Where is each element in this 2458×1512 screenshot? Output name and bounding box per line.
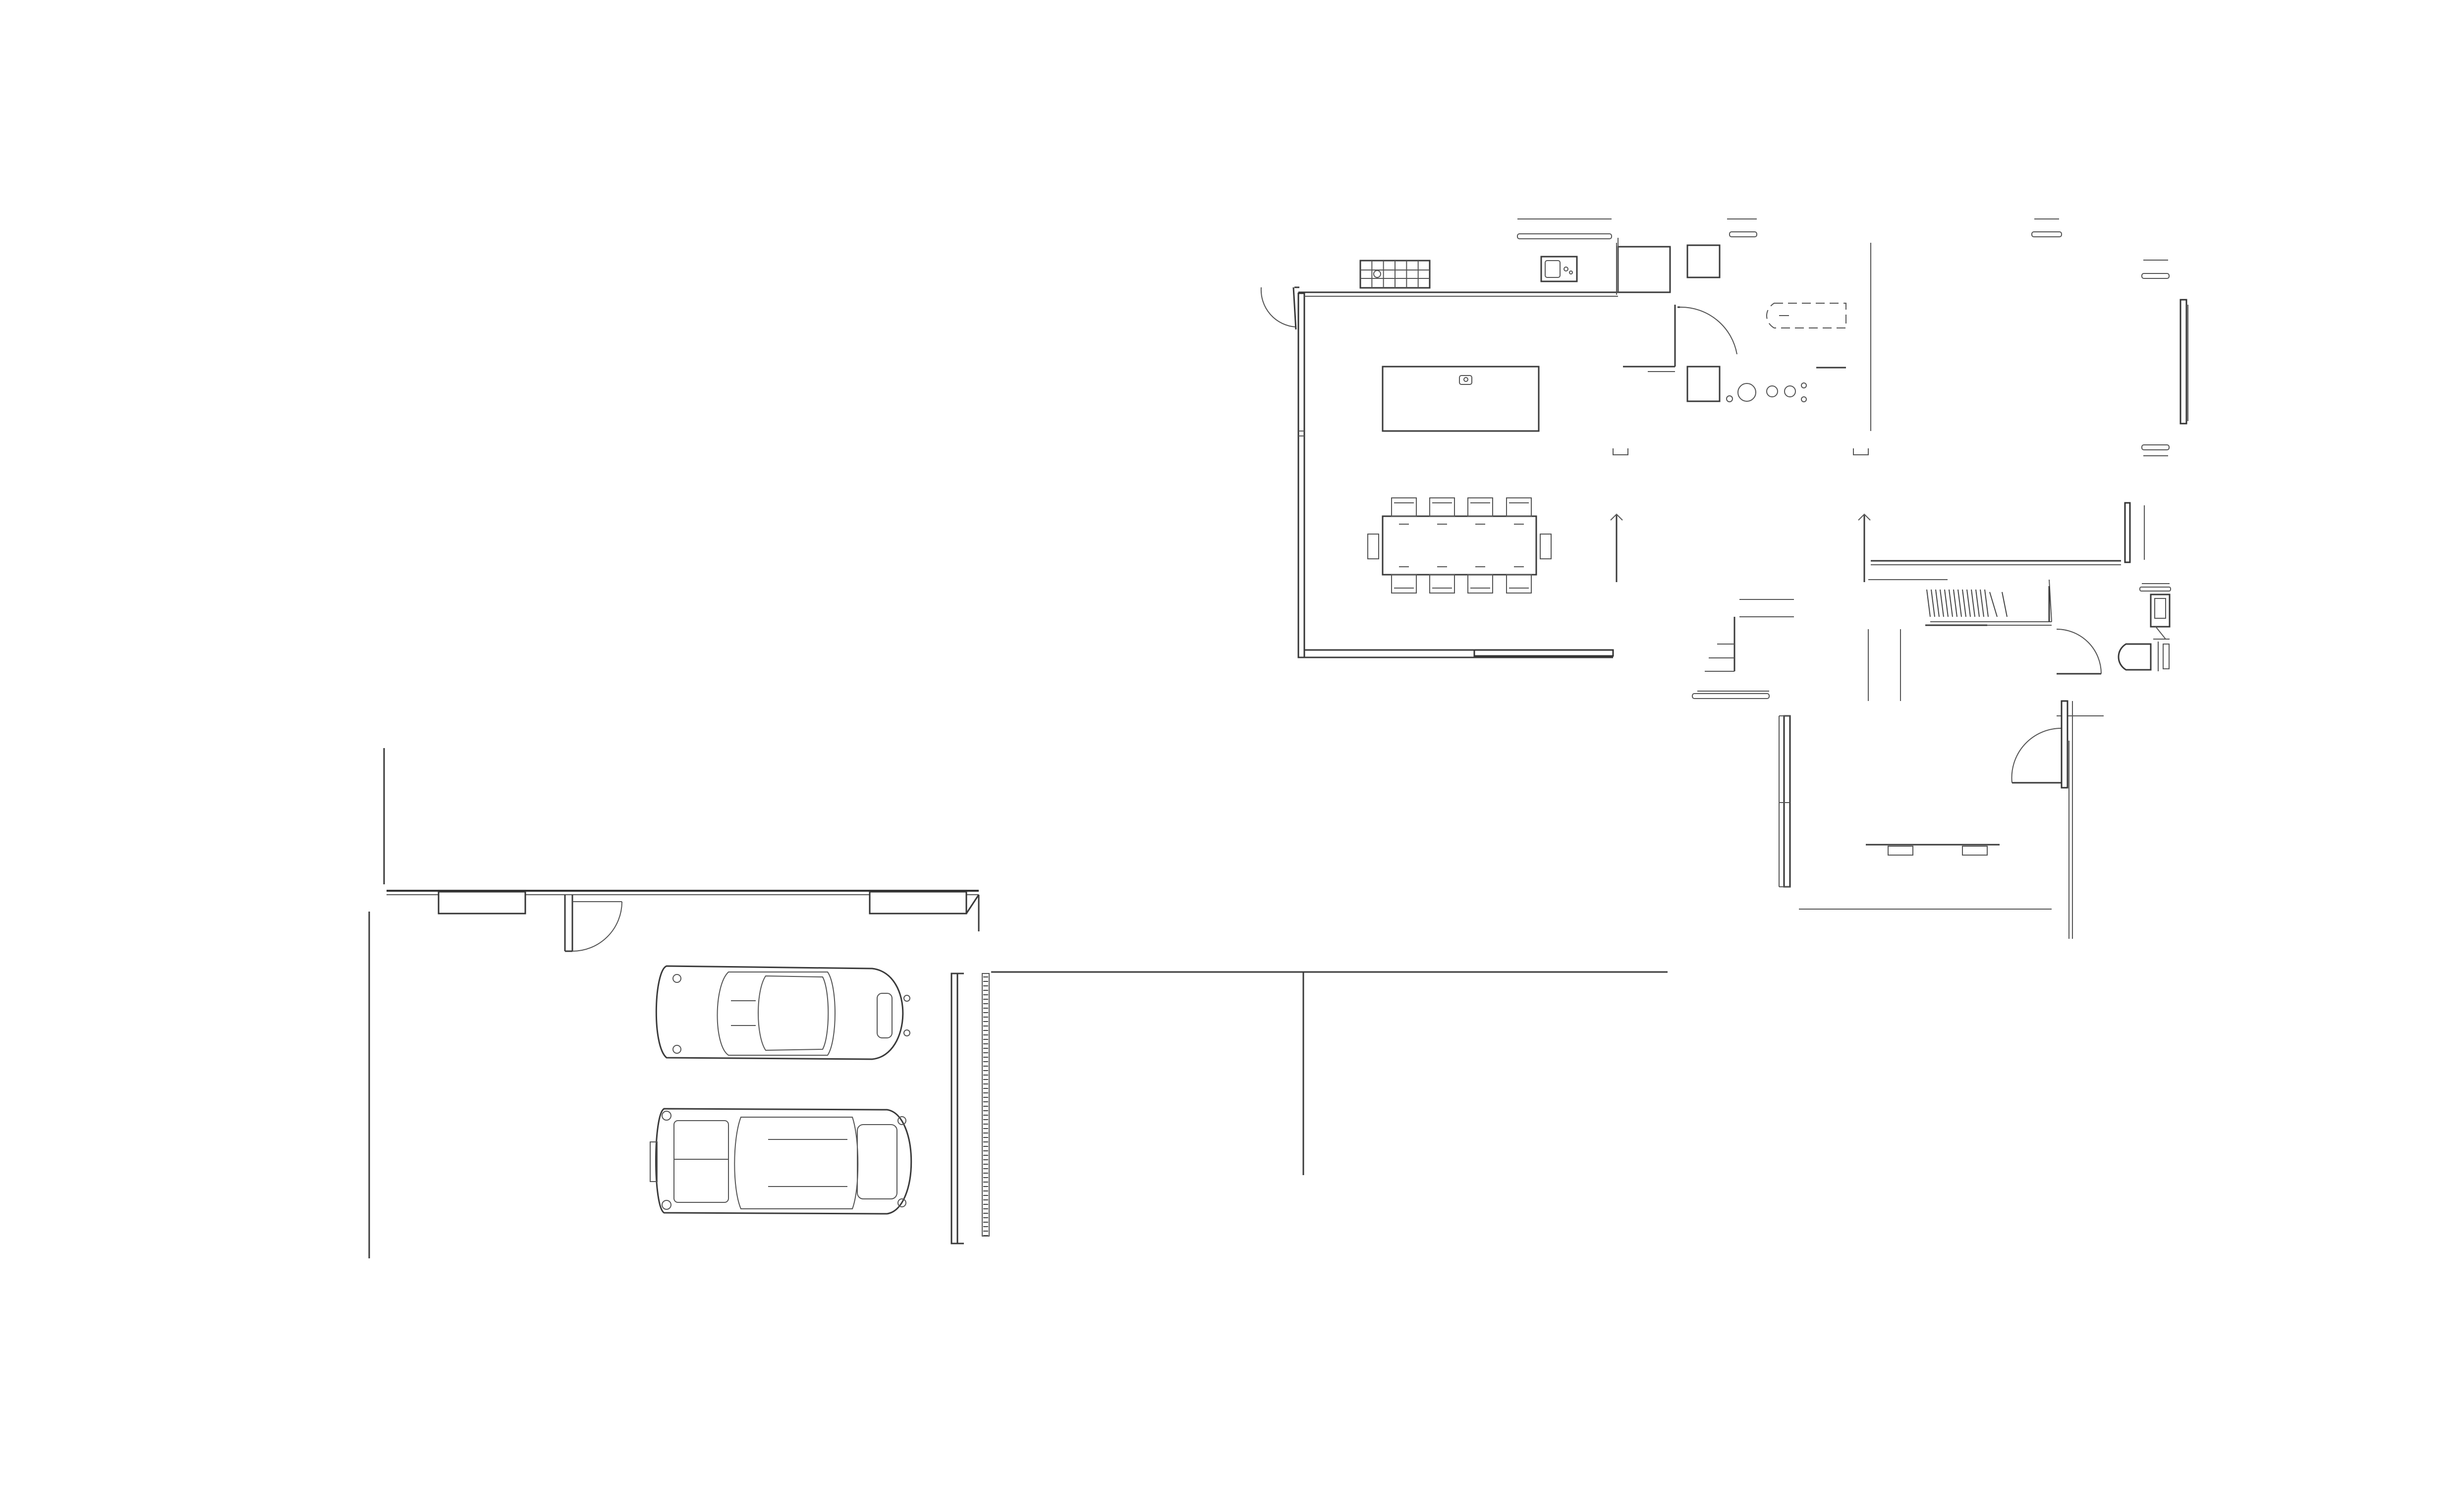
car-top bbox=[655, 965, 910, 1060]
dining-chair bbox=[1391, 574, 1417, 594]
cooktop bbox=[1359, 260, 1431, 289]
appliance-box-top bbox=[1686, 244, 1721, 278]
stairs-area bbox=[1692, 599, 1794, 699]
hanger bbox=[1962, 589, 1966, 617]
stair-handrail bbox=[1692, 693, 1770, 699]
bedroom-window-right bbox=[2179, 299, 2187, 425]
hanger bbox=[1966, 589, 1971, 617]
hanger bbox=[1953, 589, 1957, 617]
garage-window-left bbox=[438, 891, 526, 915]
service-door bbox=[2056, 629, 2102, 675]
room-door bbox=[2011, 700, 2073, 939]
hanger bbox=[1971, 589, 1975, 617]
dining-chair bbox=[1429, 497, 1455, 517]
dining-chair bbox=[1467, 497, 1493, 517]
fixtures bbox=[1726, 382, 1807, 402]
kitchen-island bbox=[1382, 366, 1540, 432]
car-bottom bbox=[650, 1108, 912, 1215]
hanger bbox=[1980, 589, 1984, 617]
garage-window-right bbox=[869, 891, 967, 915]
hanger bbox=[2002, 592, 2008, 617]
site-lines bbox=[991, 741, 2069, 1175]
bedroom-window-top bbox=[2031, 231, 2062, 237]
hanger bbox=[1940, 589, 1944, 617]
hanging-rail bbox=[1926, 589, 2008, 617]
dining-chair bbox=[1429, 574, 1455, 594]
hanger bbox=[1949, 589, 1953, 617]
bedroom-area bbox=[1870, 218, 2188, 565]
appliance-box-bottom bbox=[1686, 366, 1721, 402]
lower-room-area bbox=[1779, 700, 2073, 939]
kitchen-entry-door bbox=[1260, 286, 1299, 330]
hanger bbox=[1944, 589, 1949, 617]
dining-chair bbox=[1467, 574, 1493, 594]
garage-area bbox=[368, 748, 990, 1258]
dining-set bbox=[1367, 497, 1552, 594]
kitchen-sink bbox=[1540, 256, 1578, 282]
hanger bbox=[1989, 592, 1998, 617]
bathtub bbox=[1766, 303, 1846, 328]
hanger bbox=[1935, 589, 1940, 617]
bathroom-area bbox=[1610, 218, 1871, 582]
washbasin bbox=[2118, 642, 2170, 671]
bench bbox=[1866, 844, 2000, 856]
kitchen-window bbox=[1517, 233, 1612, 239]
garage-door bbox=[950, 972, 990, 1244]
garage-entry-door bbox=[564, 895, 622, 952]
bathroom-door bbox=[1674, 305, 1737, 367]
hanger bbox=[1957, 589, 1962, 617]
kitchen-dining-area bbox=[1260, 218, 1671, 658]
toilet bbox=[2139, 583, 2171, 640]
hanger bbox=[1984, 589, 1989, 617]
burner bbox=[1373, 270, 1381, 278]
dining-chair bbox=[1391, 497, 1417, 517]
hanger bbox=[1931, 589, 1935, 617]
hanger bbox=[1975, 589, 1980, 617]
closet-area bbox=[1868, 579, 2171, 716]
dining-chair bbox=[1506, 574, 1532, 594]
hanger bbox=[1926, 589, 1931, 617]
tall-cabinet bbox=[1617, 246, 1671, 293]
dining-chair bbox=[1506, 497, 1532, 517]
